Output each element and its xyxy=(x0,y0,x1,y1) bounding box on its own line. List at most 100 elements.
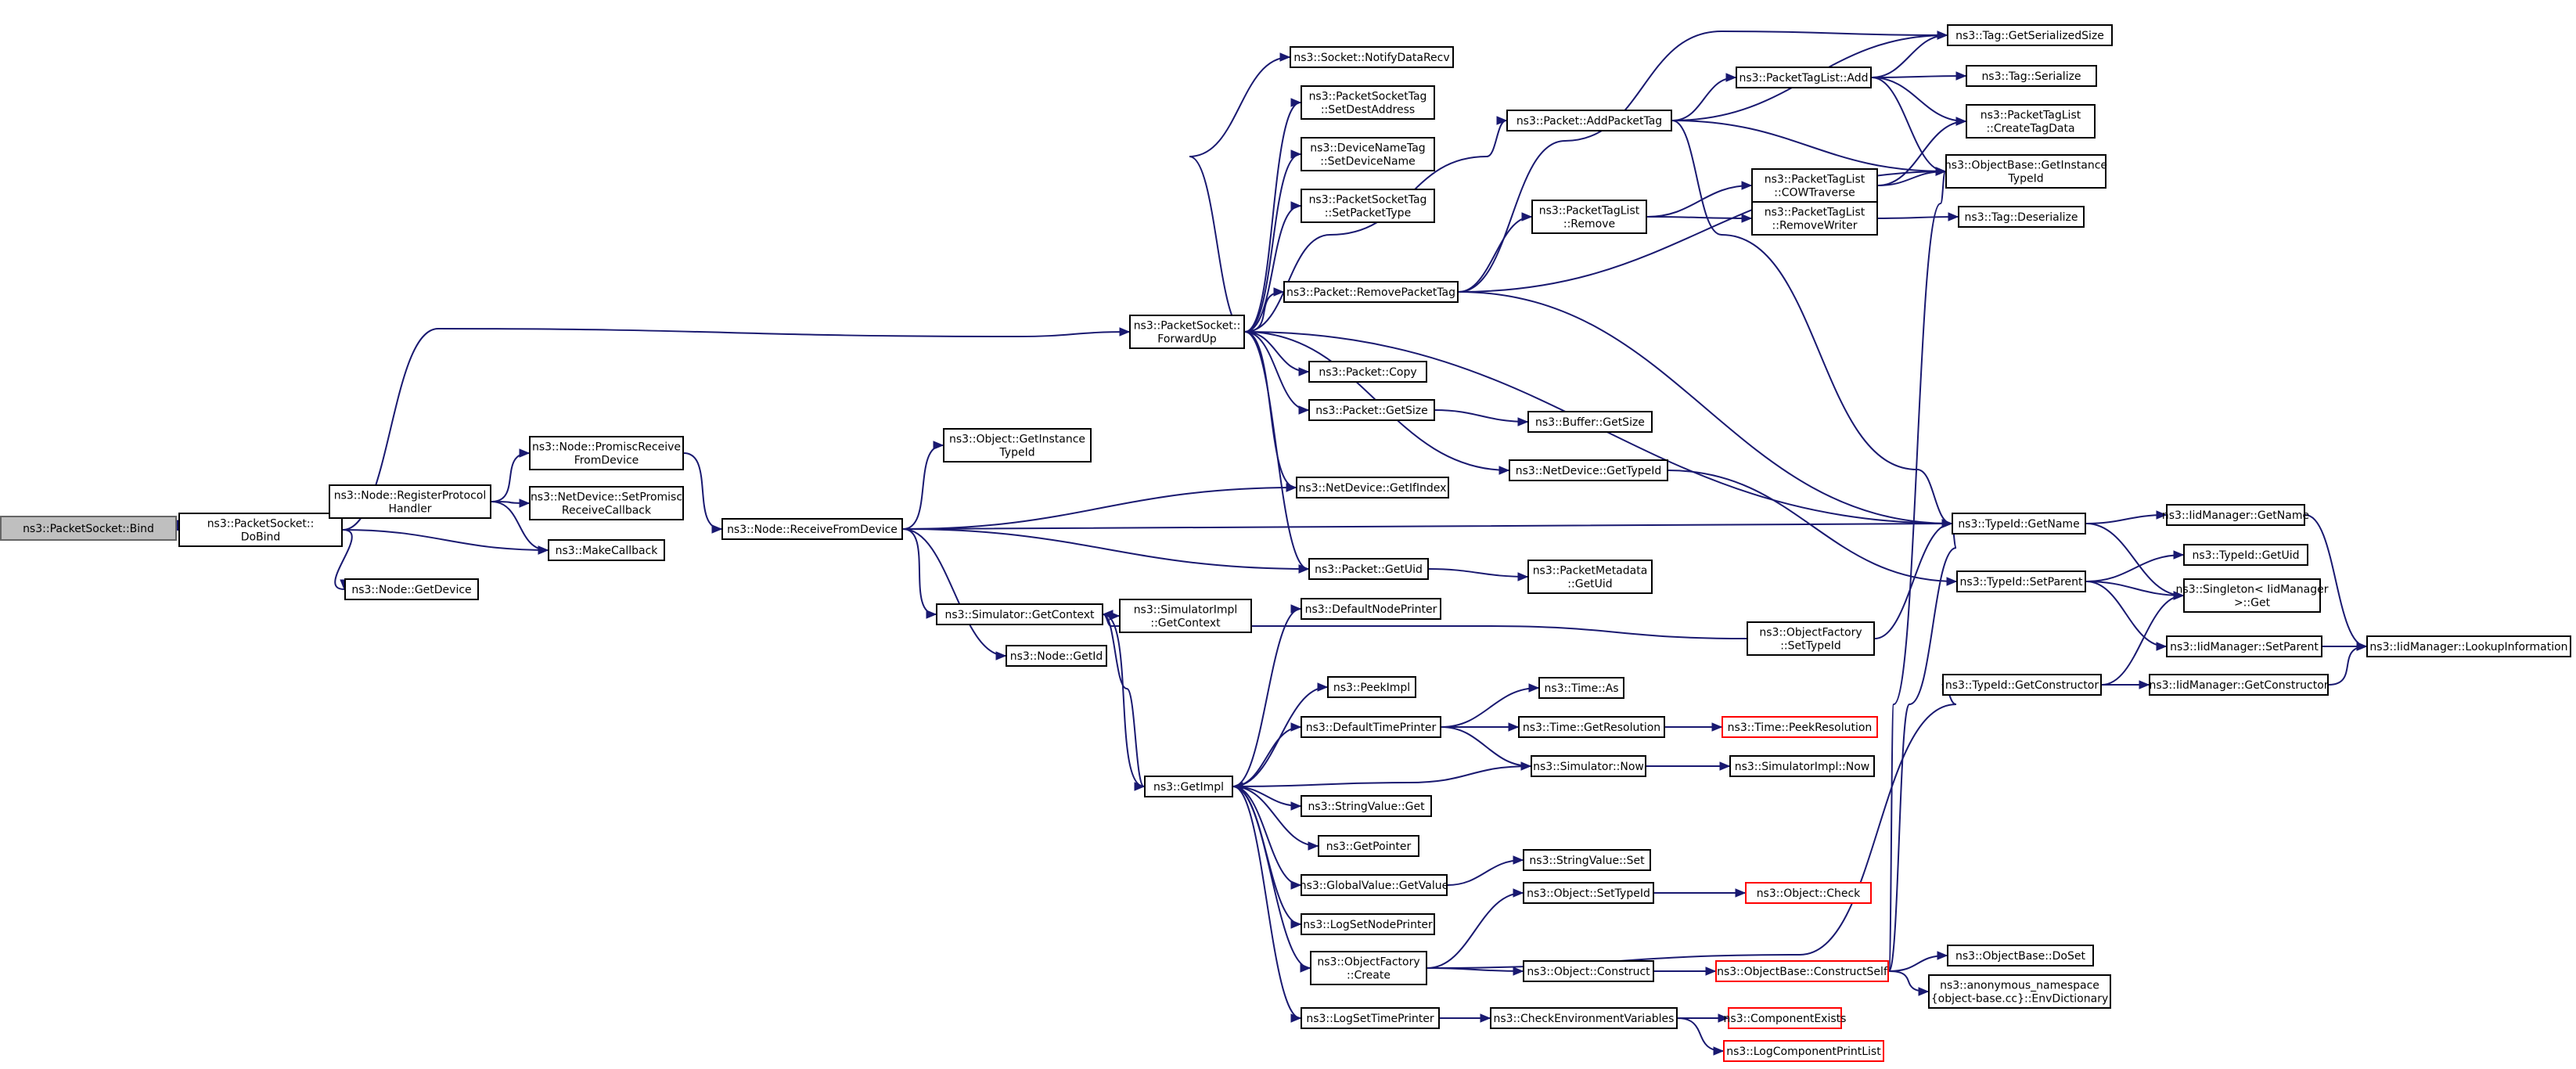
node-box[interactable] xyxy=(2166,504,2305,526)
node-box[interactable] xyxy=(1301,598,1441,620)
node-nodegetid[interactable]: ns3::Node::GetId xyxy=(1006,645,1107,667)
node-box[interactable] xyxy=(1327,676,1416,698)
node-box[interactable] xyxy=(1531,200,1647,234)
node-box[interactable] xyxy=(529,436,684,470)
node-box[interactable] xyxy=(1945,154,2106,189)
node-box[interactable] xyxy=(0,516,177,541)
node-box[interactable] xyxy=(1531,755,1646,777)
node-box[interactable] xyxy=(1518,716,1665,738)
node-lognodeprinter[interactable]: ns3::LogSetNodePrinter xyxy=(1301,913,1435,935)
node-box[interactable] xyxy=(1506,110,1672,131)
node-typeidname[interactable]: ns3::TypeId::GetName xyxy=(1952,513,2086,534)
node-box[interactable] xyxy=(1290,46,1454,68)
node-box[interactable] xyxy=(1318,835,1419,857)
node-box[interactable] xyxy=(1966,65,2097,87)
node-box[interactable] xyxy=(2149,674,2329,696)
node-ifindex[interactable]: ns3::NetDevice::GetIfIndex xyxy=(1296,477,1449,499)
node-box[interactable] xyxy=(1956,570,2086,592)
node-bind[interactable]: ns3::PacketSocket::Bind xyxy=(0,516,177,541)
node-box[interactable] xyxy=(1966,104,2096,139)
node-box[interactable] xyxy=(1751,168,1878,203)
node-box[interactable] xyxy=(1751,201,1878,236)
node-peekimpl[interactable]: ns3::PeekImpl xyxy=(1327,676,1416,698)
node-objfactcreate[interactable]: ns3::ObjectFactory::Create xyxy=(1310,951,1427,985)
node-box[interactable] xyxy=(1119,599,1252,633)
node-strvalget[interactable]: ns3::StringValue::Get xyxy=(1301,795,1432,817)
node-netdevtypeid[interactable]: ns3::NetDevice::GetTypeId xyxy=(1509,459,1668,481)
node-box[interactable] xyxy=(1301,716,1441,738)
node-box[interactable] xyxy=(2183,578,2321,613)
node-cow[interactable]: ns3::PacketTagList::COWTraverse xyxy=(1751,168,1878,203)
node-rmwriter[interactable]: ns3::PacketTagList::RemoveWriter xyxy=(1751,201,1878,236)
node-box[interactable] xyxy=(1942,674,2102,696)
node-box[interactable] xyxy=(1538,677,1624,699)
node-box[interactable] xyxy=(178,513,343,547)
node-typeidsetparent[interactable]: ns3::TypeId::SetParent xyxy=(1956,570,2086,592)
node-box[interactable] xyxy=(2366,635,2571,657)
node-box[interactable] xyxy=(1723,1040,1884,1062)
node-defnodeprinter[interactable]: ns3::DefaultNodePrinter xyxy=(1301,598,1441,620)
node-strvalset[interactable]: ns3::StringValue::Set xyxy=(1523,849,1651,871)
node-box[interactable] xyxy=(329,484,491,519)
node-getdevice[interactable]: ns3::Node::GetDevice xyxy=(344,578,479,600)
node-box[interactable] xyxy=(1301,189,1435,223)
node-box[interactable] xyxy=(548,539,665,561)
node-taglistrm[interactable]: ns3::PacketTagList::Remove xyxy=(1531,200,1647,234)
node-box[interactable] xyxy=(2166,635,2322,657)
node-timeas[interactable]: ns3::Time::As xyxy=(1538,677,1624,699)
node-box[interactable] xyxy=(1301,85,1435,120)
node-iidgetctor[interactable]: ns3::IidManager::GetConstructor xyxy=(2149,674,2329,696)
node-notify[interactable]: ns3::Socket::NotifyDataRecv xyxy=(1290,46,1454,68)
node-iidsetparent[interactable]: ns3::IidManager::SetParent xyxy=(2166,635,2322,657)
node-pktsize[interactable]: ns3::Packet::GetSize xyxy=(1308,399,1435,421)
node-box[interactable] xyxy=(1527,411,1653,433)
node-pktcopy[interactable]: ns3::Packet::Copy xyxy=(1308,361,1427,383)
node-doset[interactable]: ns3::ObjectBase::DoSet xyxy=(1947,945,2094,966)
node-pktuid[interactable]: ns3::Packet::GetUid xyxy=(1308,558,1429,580)
node-box[interactable] xyxy=(1729,755,1875,777)
node-compexists[interactable]: ns3::ComponentExists xyxy=(1724,1007,1847,1029)
node-deftimeprinter[interactable]: ns3::DefaultTimePrinter xyxy=(1301,716,1441,738)
node-box[interactable] xyxy=(1947,24,2113,46)
node-logtimeprinter[interactable]: ns3::LogSetTimePrinter xyxy=(1301,1007,1440,1029)
node-timepeekres[interactable]: ns3::Time::PeekResolution xyxy=(1722,716,1878,738)
node-setdest[interactable]: ns3::PacketSocketTag::SetDestAddress xyxy=(1301,85,1435,120)
node-taggetser[interactable]: ns3::Tag::GetSerializedSize xyxy=(1947,24,2113,46)
node-iidgetname[interactable]: ns3::IidManager::GetName xyxy=(2162,504,2309,526)
node-box[interactable] xyxy=(1728,1007,1842,1029)
node-taglistadd[interactable]: ns3::PacketTagList::Add xyxy=(1736,67,1872,88)
node-box[interactable] xyxy=(1952,513,2086,534)
node-box[interactable] xyxy=(1296,477,1449,499)
node-objconstruct[interactable]: ns3::Object::Construct xyxy=(1523,960,1654,982)
node-checkenv[interactable]: ns3::CheckEnvironmentVariables xyxy=(1490,1007,1678,1029)
node-box[interactable] xyxy=(721,518,903,540)
node-box[interactable] xyxy=(943,428,1092,463)
node-box[interactable] xyxy=(1947,945,2094,966)
node-box[interactable] xyxy=(1490,1007,1678,1029)
node-simimplnow[interactable]: ns3::SimulatorImpl::Now xyxy=(1729,755,1875,777)
node-makecallback[interactable]: ns3::MakeCallback xyxy=(548,539,665,561)
node-box[interactable] xyxy=(1308,558,1429,580)
node-lookup[interactable]: ns3::IidManager::LookupInformation xyxy=(2366,635,2571,657)
node-box[interactable] xyxy=(1301,137,1435,171)
node-box[interactable] xyxy=(1527,560,1653,594)
node-setpkttype[interactable]: ns3::PacketSocketTag::SetPacketType xyxy=(1301,189,1435,223)
node-box[interactable] xyxy=(1958,206,2085,228)
node-setdevname[interactable]: ns3::DeviceNameTag::SetDeviceName xyxy=(1301,137,1435,171)
node-getpointer[interactable]: ns3::GetPointer xyxy=(1318,835,1419,857)
node-recvfromdev[interactable]: ns3::Node::ReceiveFromDevice xyxy=(721,518,903,540)
node-typeidgetctor[interactable]: ns3::TypeId::GetConstructor xyxy=(1942,674,2102,696)
node-logcomplist[interactable]: ns3::LogComponentPrintList xyxy=(1723,1040,1884,1062)
node-box[interactable] xyxy=(1301,1007,1440,1029)
node-objsettypeid[interactable]: ns3::Object::SetTypeId xyxy=(1523,882,1654,904)
node-box[interactable] xyxy=(1301,913,1435,935)
node-createtag[interactable]: ns3::PacketTagList::CreateTagData xyxy=(1966,104,2096,139)
node-box[interactable] xyxy=(1509,459,1668,481)
node-box[interactable] xyxy=(1523,882,1654,904)
node-box[interactable] xyxy=(1301,874,1448,896)
node-box[interactable] xyxy=(1144,776,1233,797)
node-fwdup[interactable]: ns3::PacketSocket::ForwardUp xyxy=(1129,315,1245,349)
